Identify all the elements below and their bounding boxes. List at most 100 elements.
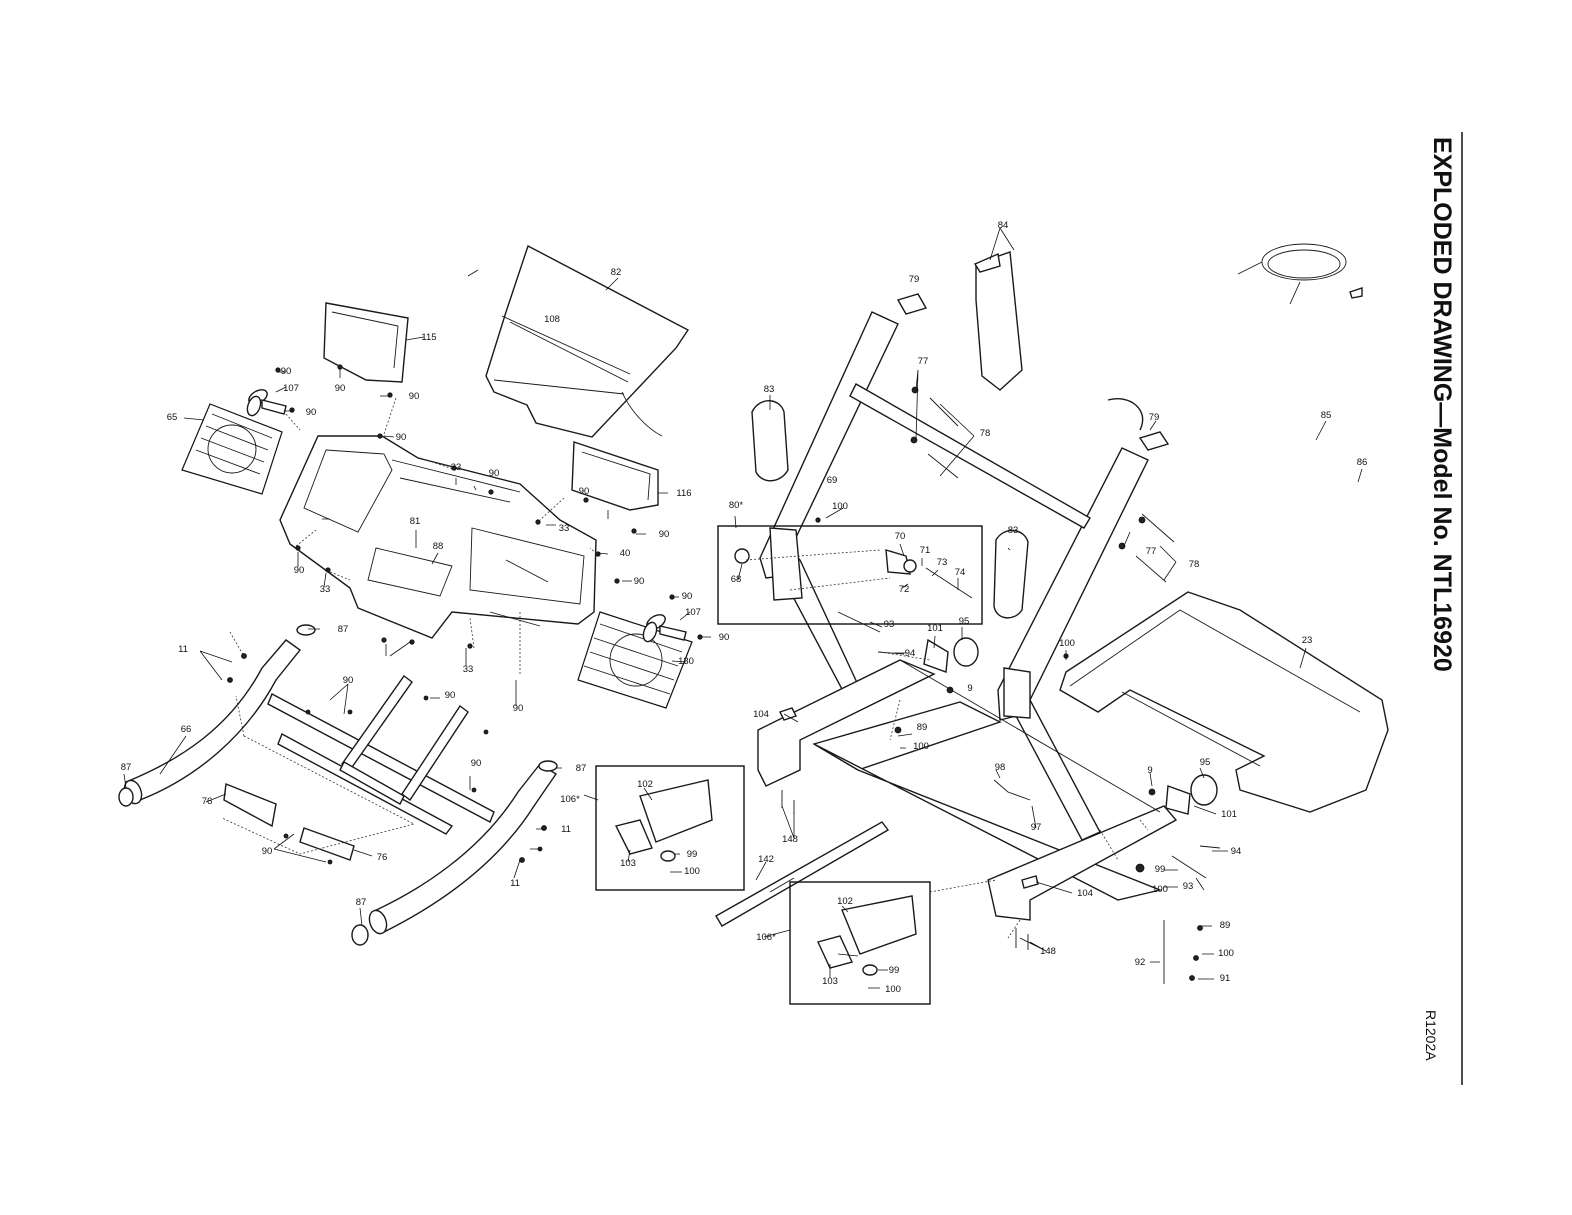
upright-base-assembly	[118, 624, 558, 946]
endcap-87c	[296, 624, 316, 636]
callout-90: 90	[306, 407, 317, 418]
detail-box-106a	[595, 765, 745, 891]
callout-88: 88	[433, 541, 444, 552]
callout-108: 108	[544, 314, 560, 325]
callout-100: 100	[913, 741, 929, 752]
callout-69: 69	[827, 475, 838, 486]
callout-82: 82	[611, 267, 622, 278]
callout-80-star: 80*	[729, 500, 744, 511]
callout-93: 93	[1183, 881, 1194, 892]
callout-33: 33	[463, 664, 474, 675]
base-rail-left	[757, 659, 936, 787]
bracket-101b	[1165, 785, 1191, 815]
callout-87: 87	[121, 762, 132, 773]
wire-98	[993, 779, 1031, 801]
console-top	[485, 244, 690, 438]
callout-97: 97	[1031, 822, 1042, 833]
callout-107: 107	[283, 383, 299, 394]
console-screws	[275, 364, 703, 649]
callout-91: 91	[1220, 973, 1231, 984]
callout-90: 90	[579, 486, 590, 497]
console-cable	[621, 391, 663, 437]
callout-86: 86	[1357, 457, 1368, 468]
handrail-66	[124, 639, 302, 801]
callout-76: 76	[377, 852, 388, 863]
base-rail-upper-edge	[899, 659, 1161, 813]
callout-78: 78	[1189, 559, 1200, 570]
part-115	[323, 302, 409, 383]
callout-90: 90	[335, 383, 346, 394]
callout-90: 90	[489, 468, 500, 479]
callout-90: 90	[294, 565, 305, 576]
callout-100: 100	[684, 866, 700, 877]
frame-assembly-lines	[879, 651, 1149, 939]
callout-87: 87	[356, 897, 367, 908]
callout-79: 79	[909, 274, 920, 285]
deck-23-edges	[1069, 609, 1361, 767]
callout-83: 83	[764, 384, 775, 395]
callout-100: 100	[1152, 884, 1168, 895]
wheel-95a	[953, 637, 979, 667]
callout-9: 9	[1147, 765, 1152, 776]
detail-box-80	[717, 525, 983, 625]
endcap-87d	[538, 760, 558, 772]
part-84-tab	[973, 253, 1001, 273]
bolt-94a	[877, 651, 905, 655]
callout-33: 33	[559, 523, 570, 534]
callout-11: 11	[178, 644, 188, 655]
console-base-detail	[489, 559, 549, 627]
rod-93a	[837, 611, 881, 633]
callout-87: 87	[576, 763, 587, 774]
crossbar-top	[849, 383, 1091, 529]
callout-90: 90	[682, 591, 693, 602]
console-top-ribs	[493, 315, 631, 395]
callout-99: 99	[889, 965, 900, 976]
endcap-87a	[118, 787, 134, 807]
grill-65-fan	[207, 424, 257, 474]
callout-33: 33	[320, 584, 331, 595]
cap-104a	[779, 707, 797, 721]
rod-93b	[1171, 845, 1221, 879]
console-base-left-pocket	[303, 449, 393, 533]
part-71	[903, 559, 917, 573]
callout-92: 92	[1135, 957, 1146, 968]
callout-77: 77	[918, 356, 929, 367]
handrail-screws	[227, 653, 547, 865]
callout-83: 83	[1008, 525, 1019, 536]
callout-70: 70	[895, 531, 906, 542]
callout-148: 148	[782, 834, 798, 845]
console-base-right-pocket	[469, 527, 585, 605]
fan-107a	[246, 389, 287, 417]
callout-98: 98	[995, 762, 1006, 773]
cylinder-142-shaft	[769, 877, 795, 893]
callout-93: 93	[884, 619, 895, 630]
part-116	[571, 441, 659, 511]
callout-68: 68	[731, 574, 742, 585]
callout-99: 99	[1155, 864, 1166, 875]
callout-99: 99	[687, 849, 698, 860]
callout-89: 89	[1220, 920, 1231, 931]
callout-11: 11	[510, 878, 520, 889]
callout-100: 100	[1218, 948, 1234, 959]
callout-101: 101	[927, 623, 943, 634]
callout-116: 116	[676, 488, 691, 499]
callout-148: 148	[1040, 946, 1056, 957]
callout-72: 72	[899, 584, 910, 595]
drawing-code: R1202A	[1423, 1010, 1439, 1061]
callout-94: 94	[905, 648, 916, 659]
callout-85: 85	[1321, 410, 1332, 421]
foot-99a	[660, 850, 676, 862]
bracket-101a	[923, 638, 949, 673]
callout-142: 142	[758, 854, 774, 865]
callout-90: 90	[343, 675, 354, 686]
callout-104: 104	[753, 709, 769, 720]
callout-90: 90	[659, 529, 670, 540]
callout-107: 107	[685, 607, 701, 618]
grill-65	[181, 403, 283, 495]
part-79a	[896, 293, 928, 315]
frame-assembly	[715, 243, 1389, 984]
wheel-95b	[1190, 774, 1218, 806]
